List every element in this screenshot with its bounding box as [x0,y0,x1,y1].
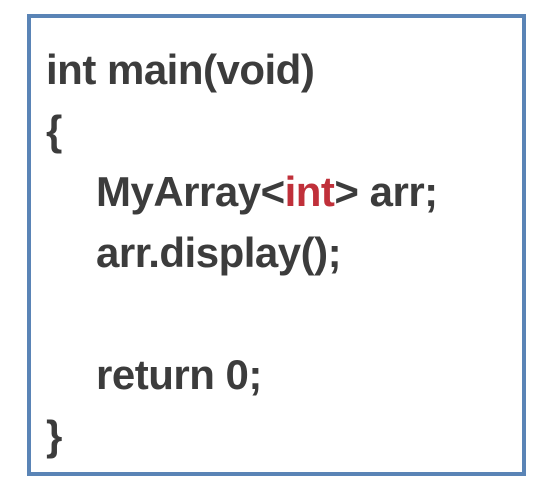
code-line-return: return 0; [96,351,262,398]
code-snippet-frame: int main(void) { MyArray<int> arr; arr.d… [27,14,526,476]
code-line-open-brace: { [46,107,62,154]
code-line-close-brace: } [46,412,62,459]
code-line-array-declaration: MyArray<int> arr; [96,167,438,217]
code-line-display-call: arr.display(); [96,229,342,276]
array-declaration-suffix: > arr; [334,168,438,215]
code-line-function-signature: int main(void) [46,46,315,93]
template-argument-int: int [284,168,335,215]
array-type-prefix: MyArray< [96,168,285,215]
